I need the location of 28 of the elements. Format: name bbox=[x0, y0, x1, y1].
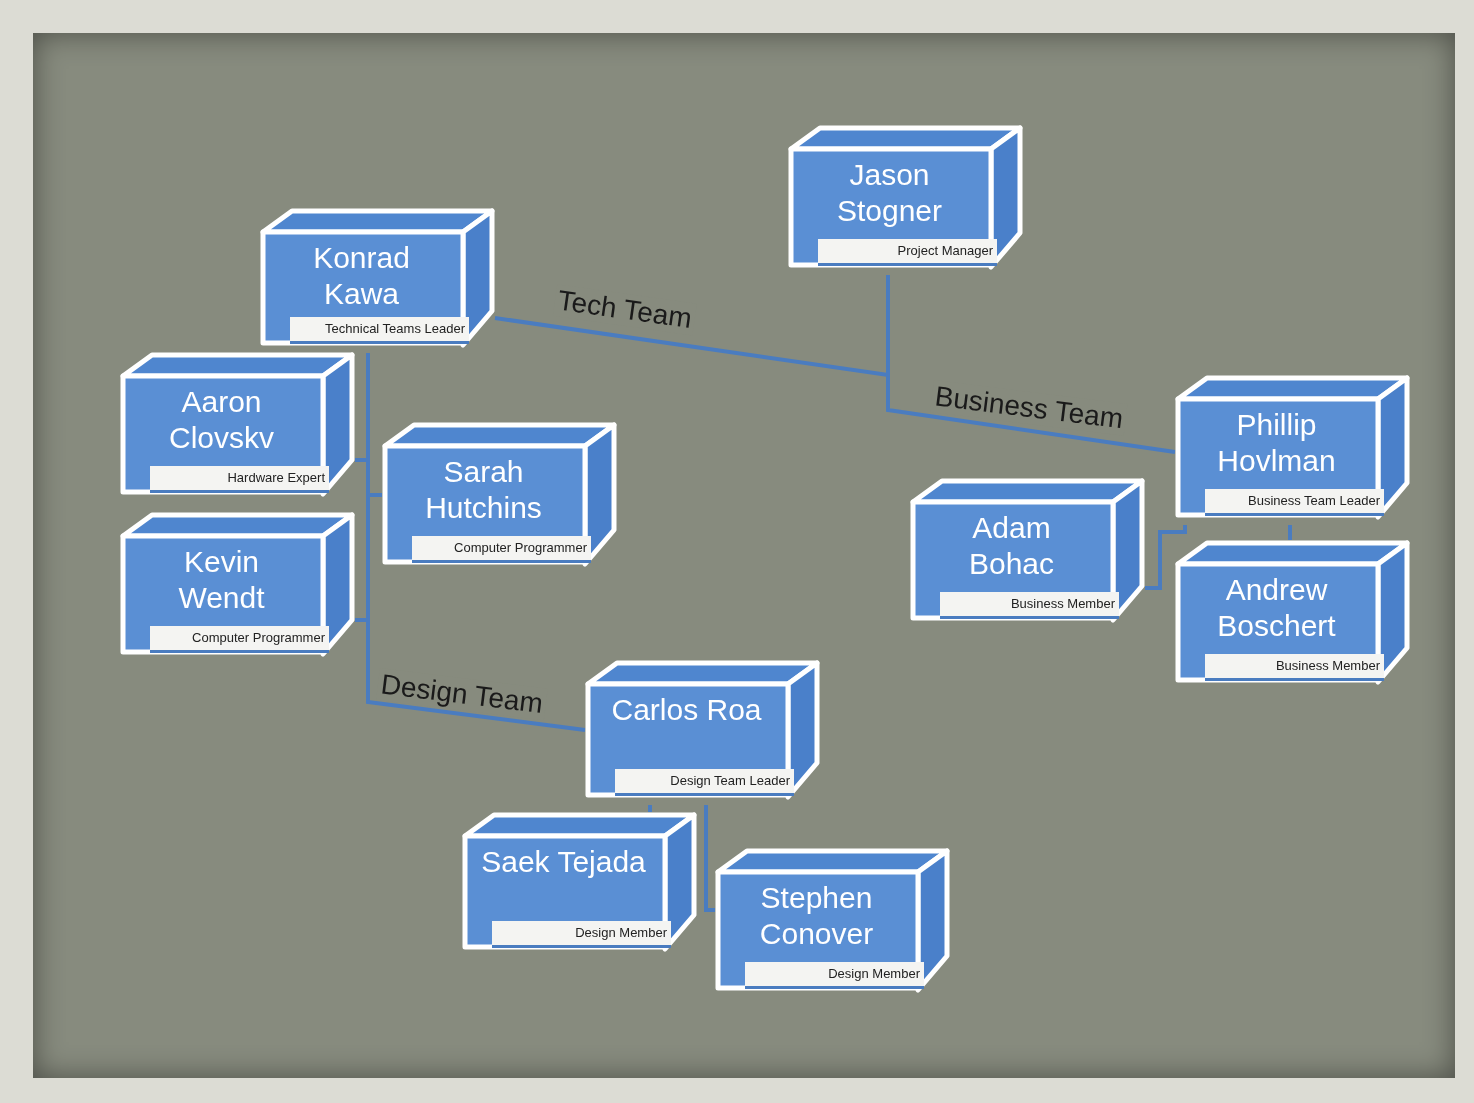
person-name: Jason Stogner bbox=[835, 157, 944, 229]
role-label: Hardware Expert bbox=[150, 466, 329, 493]
connector-line bbox=[366, 353, 586, 732]
person-name: Carlos Roa bbox=[610, 692, 763, 728]
connector-line bbox=[1145, 525, 1187, 590]
role-label: Design Member bbox=[492, 921, 671, 948]
connector-line bbox=[704, 805, 715, 912]
person-name: Kevin Wendt bbox=[177, 544, 266, 616]
person-name: Saek Tejada bbox=[480, 844, 647, 880]
connector-line bbox=[648, 805, 652, 812]
role-label: Business Member bbox=[1205, 654, 1384, 681]
role-label: Design Member bbox=[745, 962, 924, 989]
role-label: Computer Programmer bbox=[150, 626, 329, 653]
connector-line bbox=[886, 275, 1176, 454]
connector-line bbox=[1288, 525, 1292, 540]
person-name: Phillip Hovlman bbox=[1216, 407, 1337, 479]
person-name: Sarah Hutchins bbox=[424, 454, 543, 526]
role-label: Technical Teams Leader bbox=[290, 317, 469, 344]
role-label: Project Manager bbox=[818, 239, 997, 266]
person-name: Stephen Conover bbox=[758, 880, 875, 952]
role-label: Business Member bbox=[940, 592, 1119, 619]
person-name: Adam Bohac bbox=[967, 510, 1056, 582]
role-label: Business Team Leader bbox=[1205, 489, 1384, 516]
person-name: Andrew Boschert bbox=[1216, 572, 1337, 644]
role-label: Design Team Leader bbox=[615, 769, 794, 796]
person-name: Konrad Kawa bbox=[312, 240, 411, 312]
role-label: Computer Programmer bbox=[412, 536, 591, 563]
person-name: Aaron Clovskv bbox=[168, 384, 275, 456]
